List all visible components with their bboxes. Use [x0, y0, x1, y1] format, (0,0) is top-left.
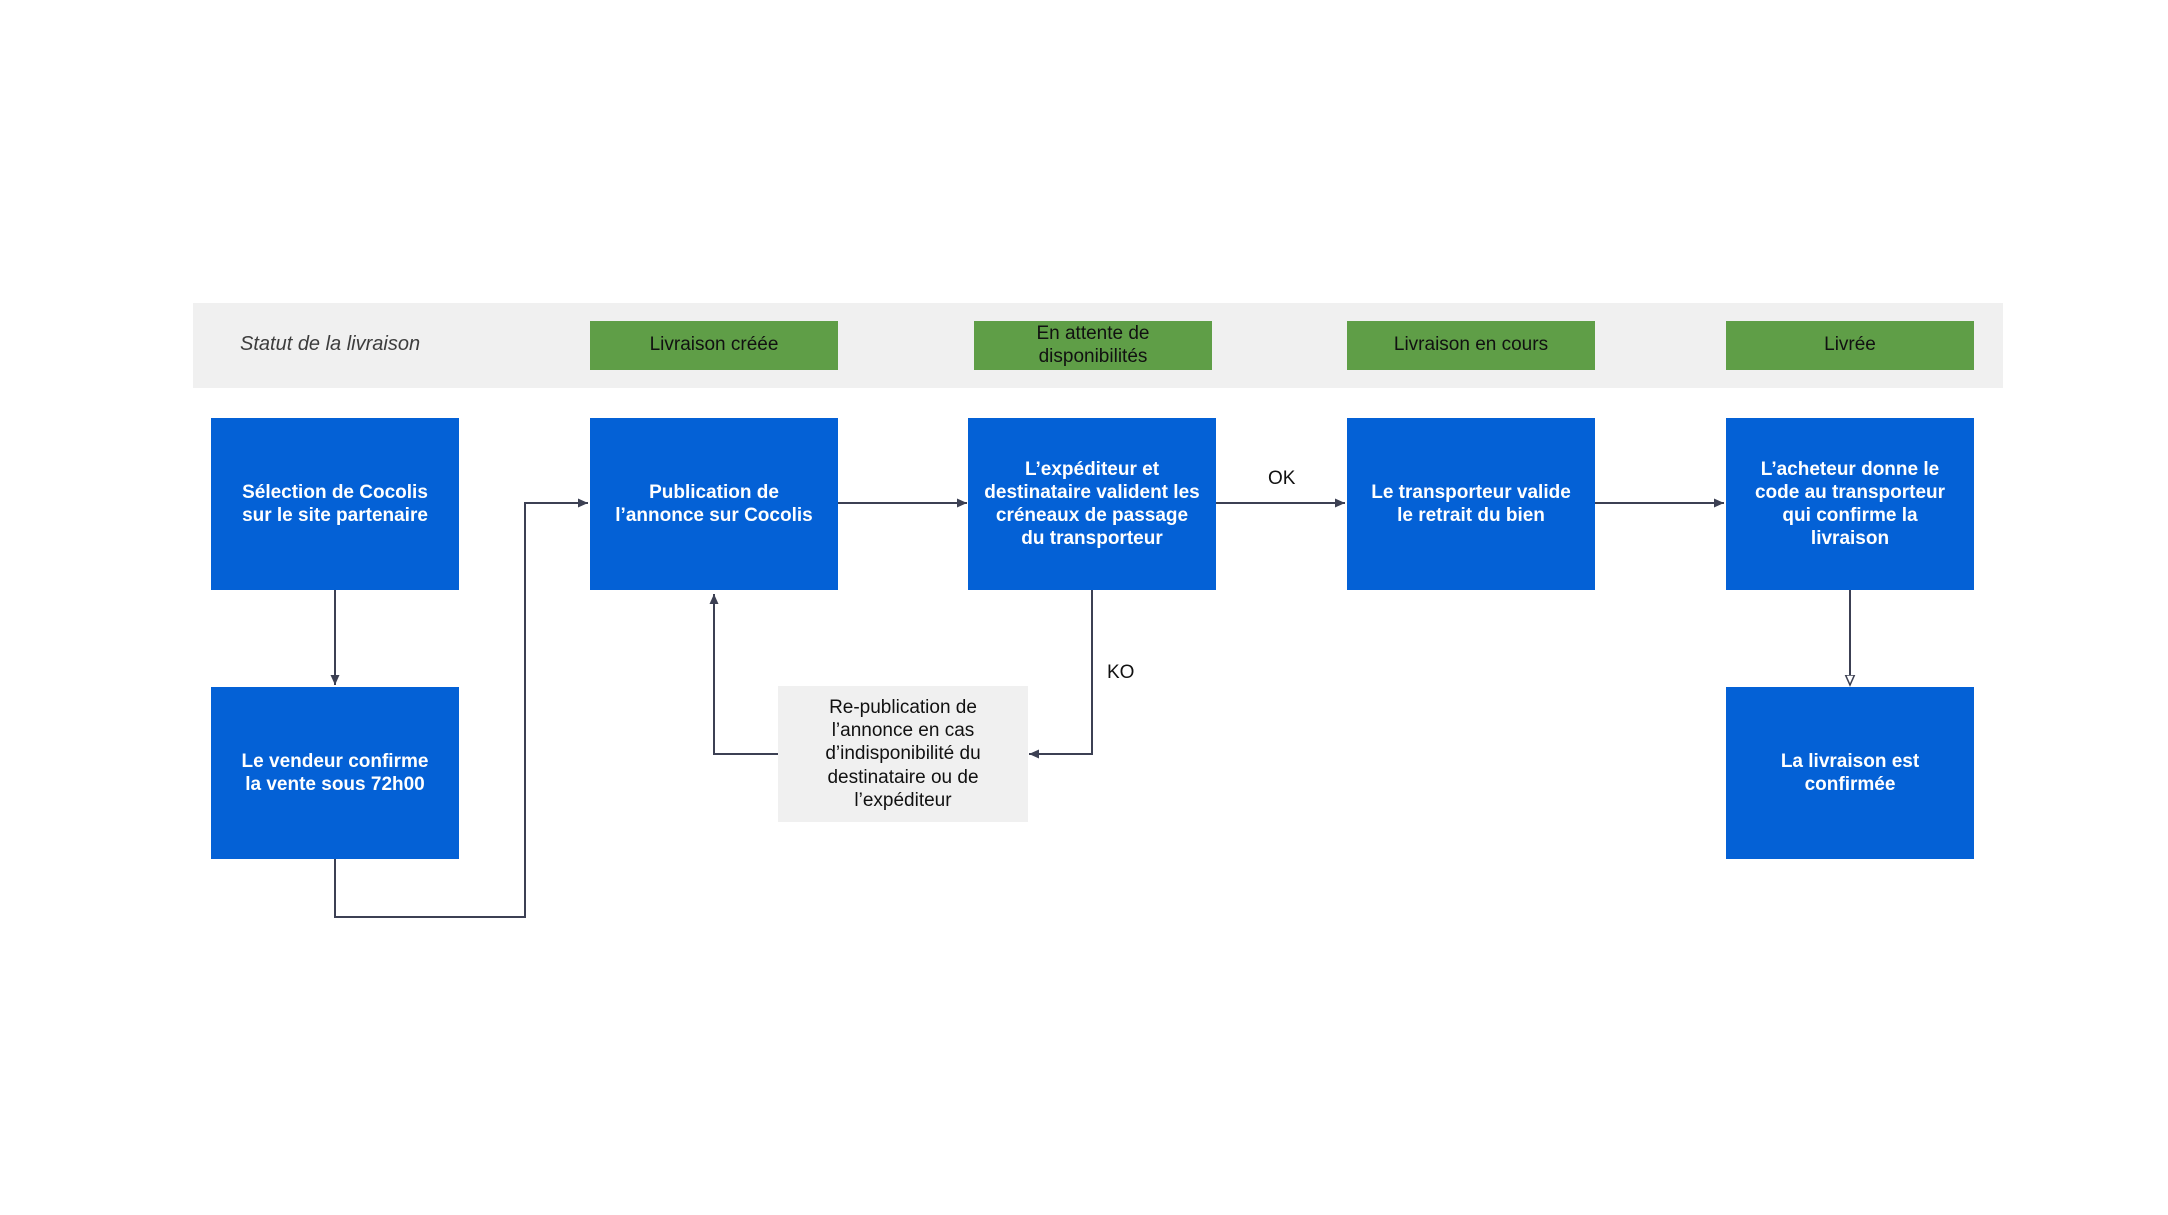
edge-republication-to-publication [709, 594, 778, 755]
edge-slots-to-republication-ko [1029, 590, 1093, 759]
node-listing-publication: Publication de l’annonce sur Cocolis [590, 418, 838, 590]
node-seller-confirms-sale: Le vendeur confirme la vente sous 72h00 [211, 687, 459, 859]
status-badge-created: Livraison créée [590, 321, 838, 370]
edge-seller-to-publication [334, 498, 588, 918]
edge-label-ko: KO [1107, 662, 1135, 683]
status-badge-delivered: Livrée [1726, 321, 1974, 370]
status-caption: Statut de la livraison [240, 333, 421, 355]
node-slots-validation: L’expéditeur et destinataire valident le… [968, 418, 1216, 590]
status-badge-in-progress: Livraison en cours [1347, 321, 1595, 370]
node-republication: Re-publication de l’annonce en cas d’ind… [778, 686, 1028, 822]
status-badge-waiting: En attente de disponibilités [974, 321, 1212, 370]
edge-label-ok: OK [1268, 468, 1296, 489]
node-buyer-gives-code: L’acheteur donne le code au transporteur… [1726, 418, 1974, 590]
node-delivery-confirmed: La livraison est confirmée [1726, 687, 1974, 859]
node-partner-site-selection: Sélection de Cocolis sur le site partena… [211, 418, 459, 590]
node-carrier-pickup: Le transporteur valide le retrait du bie… [1347, 418, 1595, 590]
